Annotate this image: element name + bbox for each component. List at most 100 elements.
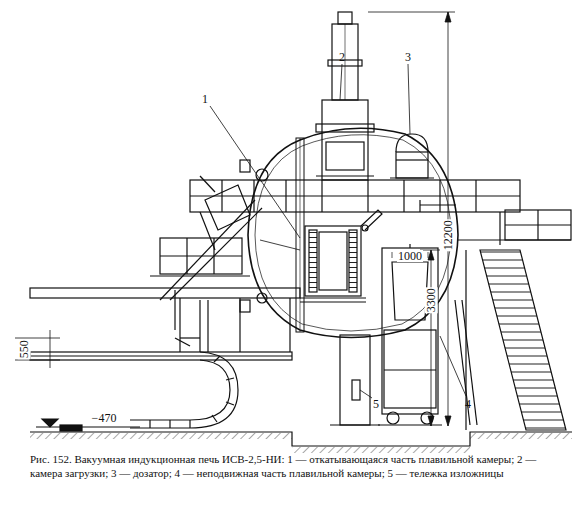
- induction-crucible: [300, 210, 382, 302]
- callout-number: 1: [202, 93, 208, 106]
- service-platform-part: [200, 176, 215, 192]
- melting-chamber-part: [296, 138, 304, 332]
- floor-part: [30, 432, 572, 446]
- melting-chamber-part: [248, 128, 458, 337]
- melting-chamber-part: [257, 293, 267, 303]
- staircase-part: [537, 210, 538, 240]
- service-platform-part: [150, 275, 250, 276]
- floor-part: [60, 425, 82, 431]
- mould-cart-part: [384, 330, 436, 408]
- service-platform-part: [160, 255, 242, 256]
- melting-chamber-part: [260, 240, 300, 250]
- dosing-unit-part: [396, 134, 428, 152]
- cable-chain-part: [199, 300, 200, 352]
- dimension-value: 550: [18, 339, 31, 359]
- loading-chamber-part: [316, 175, 374, 176]
- melting-chamber-part: [300, 138, 301, 332]
- mould-cart-part: [428, 252, 429, 258]
- melting-chamber: [240, 128, 458, 337]
- mould-cart-part: [378, 424, 442, 425]
- dosing-unit-part: [396, 152, 428, 178]
- loading-chamber-part: [328, 60, 362, 66]
- fixed-chamber-support-part: [330, 424, 380, 425]
- leader-line: [210, 64, 466, 398]
- rail-track-part: [30, 355, 292, 356]
- induction-crucible-part: [300, 297, 366, 298]
- floor-part: [42, 419, 58, 427]
- dimension-value: 3300: [425, 287, 438, 313]
- floor-part: [36, 426, 140, 427]
- induction-crucible-part: [349, 230, 357, 292]
- fixed-chamber-support: [330, 300, 477, 425]
- rail-track-part: [174, 290, 175, 330]
- induction-crucible-part: [300, 301, 366, 302]
- callout-number: 3: [405, 51, 411, 64]
- floor-part: [292, 447, 470, 453]
- fixed-chamber-support-part: [455, 300, 470, 425]
- cable-chain-part: [226, 378, 234, 380]
- cable-chain-part: [130, 352, 238, 428]
- top-platform-part: [200, 212, 215, 250]
- callout-number: 5: [373, 398, 379, 411]
- figure-caption: Рис. 152. Вакуумная индукционная печь ИС…: [30, 452, 566, 481]
- rail-track-part: [160, 200, 255, 300]
- top-platform-part: [190, 180, 520, 212]
- staircase: [458, 210, 571, 430]
- loading-chamber-part: [338, 12, 352, 24]
- dimension-value: 1000: [397, 250, 423, 263]
- melting-chamber-part: [256, 169, 268, 181]
- cable-chain-part: [226, 402, 234, 405]
- cable-chain-part: [149, 420, 150, 428]
- service-platform-part: [205, 185, 250, 230]
- leader-line-part: [210, 106, 300, 238]
- dimension-value: 12200: [442, 219, 455, 251]
- leader-line-part: [340, 64, 342, 100]
- dimension-line-part: [50, 330, 51, 368]
- cable-chain-part: [189, 420, 190, 428]
- top-platform-part: [367, 180, 368, 212]
- mould-cart-part: [382, 248, 438, 414]
- loading-chamber-part: [326, 142, 364, 170]
- staircase-part: [458, 239, 571, 240]
- dimension-line-part: [445, 12, 451, 22]
- rail-track-part: [30, 352, 292, 360]
- service-platform-part: [213, 238, 214, 274]
- cable-chain-part: [130, 360, 230, 420]
- loading-chamber: [316, 12, 374, 180]
- dimension-line-part: [15, 360, 60, 361]
- mould-cart-part: [384, 369, 436, 370]
- cable-chain-part: [214, 356, 220, 362]
- dimension-line: [15, 330, 60, 368]
- service-platform-part: [160, 238, 242, 274]
- induction-crucible-part: [361, 210, 382, 230]
- cable-chain-part: [169, 420, 170, 428]
- dosing-unit: [390, 134, 434, 178]
- mould-cart-part: [387, 412, 399, 424]
- rail-track-part: [180, 337, 200, 338]
- top-platform-part: [321, 180, 322, 212]
- loading-chamber-part: [322, 100, 368, 180]
- mould-cart-part: [392, 252, 393, 258]
- floor-part: [470, 433, 572, 439]
- top-platform-part: [190, 195, 520, 196]
- dimension-line-part: [368, 12, 455, 13]
- service-platform-part: [186, 238, 187, 274]
- fixed-chamber-support-part: [352, 380, 360, 400]
- fixed-chamber-support-part: [340, 335, 370, 425]
- dimension-line-part: [431, 250, 432, 426]
- dimension-line: [368, 12, 455, 426]
- mould-cart-part: [409, 244, 410, 248]
- dimension-line-part: [420, 250, 440, 251]
- rail-track-part: [179, 298, 180, 352]
- dosing-unit-part: [396, 159, 428, 160]
- loading-chamber-part: [332, 24, 358, 100]
- melting-chamber-part: [420, 204, 456, 205]
- mould-cart: [378, 244, 442, 425]
- callout-number: 4: [465, 398, 471, 411]
- dimension-value: −470: [91, 412, 118, 425]
- cable-chain-part: [207, 300, 208, 352]
- top-platform-part: [285, 180, 286, 212]
- leader-line-part: [440, 336, 466, 396]
- induction-crucible-part: [319, 232, 347, 290]
- mould-cart-part: [392, 262, 428, 320]
